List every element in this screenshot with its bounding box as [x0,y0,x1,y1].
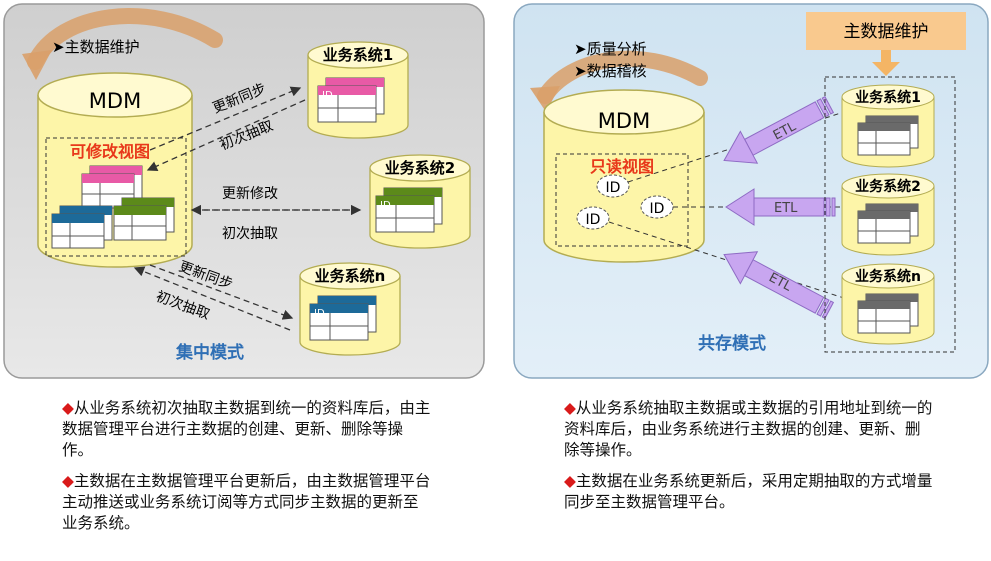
bullet-diamond-icon: ◆ [62,399,74,417]
diagram-canvas: MDM 可修改视图 ➤主数据维护 ID ID ID 业务系统1 业务系统2 业务… [3,3,989,379]
table-id-label: ID [862,131,872,141]
right-systems-box [824,76,956,353]
right-audit-label: ➤数据稽核 [574,62,647,80]
right-system-n-label: 业务系统n [855,268,921,285]
right-caption-1: ◆从业务系统抽取主数据或主数据的引用地址到统一的资料库后，由业务系统进行主数据的… [564,399,933,459]
table-id-label: ID [380,200,391,211]
left-caption-2: ◆主数据在主数据管理平台更新后，由主数据管理平台主动推送或业务系统订阅等方式同步… [62,472,431,532]
table-id-label: ID [86,182,97,193]
table-id-label: ID [862,309,872,319]
arrow-label-mid-update: 更新修改 [222,186,278,202]
right-cycle-arrow [537,50,708,104]
left-maintain-label: ➤主数据维护 [52,38,140,56]
left-mdm-tables [51,165,175,249]
etl-label-2: ETL [774,201,798,216]
right-system-1 [841,84,935,168]
right-quality-label: ➤质量分析 [574,40,647,58]
id-badges [576,174,674,230]
left-cycle-arrow [27,8,223,70]
right-system-2-label: 业务系统2 [855,178,921,195]
left-panel-title: 集中模式 [175,342,244,363]
table-id-label: ID [118,215,129,226]
bullet-diamond-icon: ◆ [564,399,576,417]
table-id-label: ID [314,308,325,319]
right-caption: ◆从业务系统抽取主数据或主数据的引用地址到统一的资料库后，由业务系统进行主数据的… [564,398,934,513]
bullet-diamond-icon: ◆ [564,472,576,490]
left-system-2 [369,154,471,249]
right-mdm-label: MDM [598,109,650,133]
id-badge-1: ID [606,180,621,196]
right-view-label: 只读视图 [590,157,654,176]
right-maintain-box-label: 主数据维护 [844,22,929,42]
left-mdm-label: MDM [89,89,141,113]
left-caption: ◆从业务系统初次抽取主数据到统一的资料库后，由主数据管理平台进行主数据的创建、更… [62,398,432,534]
left-system-n [299,262,401,356]
left-system-1 [307,41,409,139]
left-view-label: 可修改视图 [70,142,150,161]
arrow-label-mid-extract: 初次抽取 [222,225,278,242]
right-panel-title: 共存模式 [698,333,766,354]
id-badge-3: ID [586,212,601,228]
right-system-1-label: 业务系统1 [855,89,921,106]
id-badge-2: ID [650,201,665,217]
right-caption-2: ◆主数据在业务系统更新后，采用定期抽取的方式增量同步至主数据管理平台。 [564,472,933,511]
left-sync-arrows [133,86,362,331]
table-id-label: ID [56,223,67,234]
left-system-n-label: 业务系统n [315,267,386,285]
right-maintain-box [806,12,966,50]
right-system-2 [841,173,935,256]
right-system-n [841,263,935,345]
left-system-2-label: 业务系统2 [385,159,455,177]
table-id-label: ID [862,219,872,229]
left-caption-1: ◆从业务系统初次抽取主数据到统一的资料库后，由主数据管理平台进行主数据的创建、更… [62,399,431,459]
table-id-label: ID [322,90,333,101]
bullet-diamond-icon: ◆ [62,472,74,490]
left-system-1-label: 业务系统1 [323,46,393,64]
